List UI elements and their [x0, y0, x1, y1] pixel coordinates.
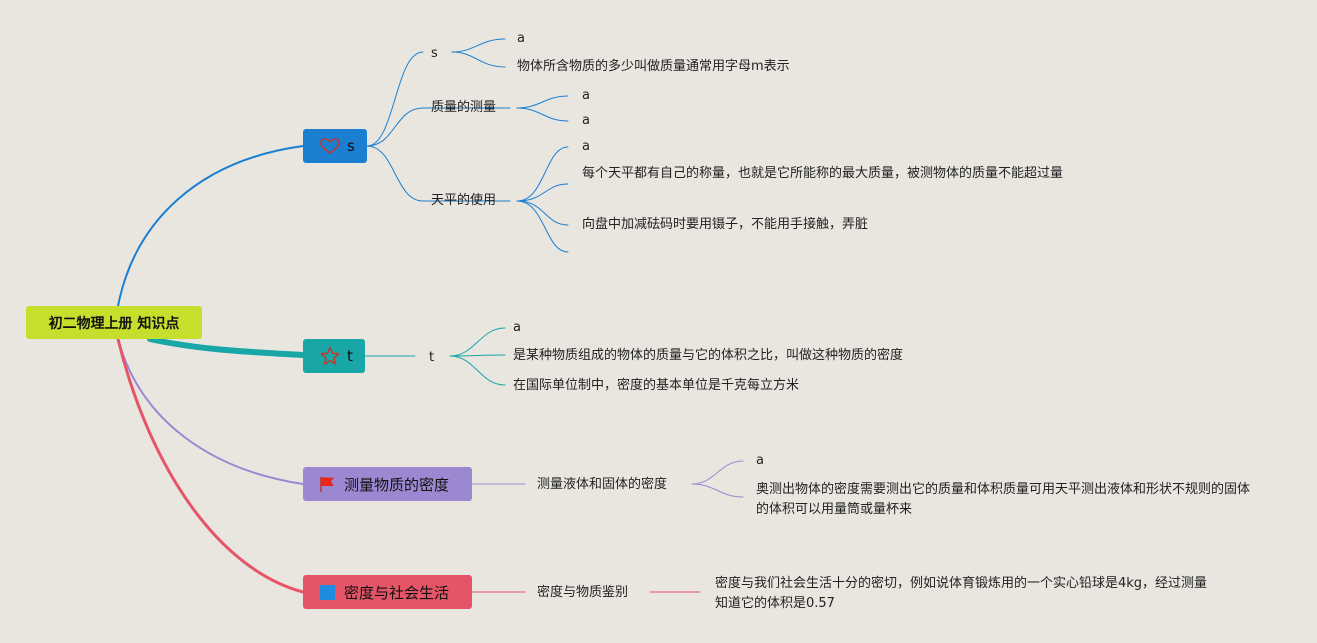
branch-topic-label: s — [347, 137, 355, 155]
branch-topic-t[interactable]: t — [303, 339, 365, 373]
red-flag-icon — [319, 476, 336, 493]
root-topic[interactable]: 初二物理上册 知识点 — [26, 306, 202, 339]
leaf-topic[interactable]: 是某种物质组成的物体的质量与它的体积之比，叫做这种物质的密度 — [513, 348, 904, 363]
leaf-topic[interactable]: a — [582, 113, 590, 128]
subtopic-liquid-solid-density[interactable]: 测量液体和固体的密度 — [537, 477, 668, 492]
leaf-topic[interactable]: 奥测出物体的密度需要测出它的质量和体积质量可用天平测出液体和形状不规则的固体的体… — [756, 482, 1251, 517]
leaf-topic[interactable]: a — [756, 453, 764, 468]
leaf-topic[interactable]: 物体所含物质的多少叫做质量通常用字母m表示 — [517, 59, 790, 74]
subtopic-balance-usage[interactable]: 天平的使用 — [431, 193, 497, 208]
branch-topic-label: 测量物质的密度 — [344, 475, 450, 494]
leaf-topic[interactable]: 向盘中加减砝码时要用镊子，不能用手接触，弄脏 — [582, 217, 869, 232]
branch-topic-density-and-life[interactable]: 密度与社会生活 — [303, 575, 472, 609]
blue-square-icon — [319, 584, 336, 601]
leaf-topic[interactable]: a — [582, 139, 590, 154]
root-topic-label: 初二物理上册 知识点 — [48, 315, 180, 332]
branch-topic-label: 密度与社会生活 — [344, 583, 450, 602]
leaf-topic[interactable]: 密度与我们社会生活十分的密切，例如说体育锻炼用的一个实心铅球是4kg，经过测量知… — [715, 576, 1208, 611]
leaf-topic[interactable]: a — [582, 88, 590, 103]
branch-topic-s[interactable]: s — [303, 129, 367, 163]
heart-icon — [319, 136, 341, 156]
star-icon — [319, 346, 341, 366]
leaf-topic[interactable]: a — [513, 320, 521, 335]
subtopic-s[interactable]: s — [431, 46, 438, 61]
leaf-topic[interactable]: 每个天平都有自己的称量，也就是它所能称的最大质量，被测物体的质量不能超过量 — [582, 166, 1064, 181]
leaf-topic[interactable]: a — [517, 31, 525, 46]
branch-topic-label: t — [347, 347, 353, 365]
leaf-topic[interactable]: 在国际单位制中，密度的基本单位是千克每立方米 — [513, 378, 800, 393]
subtopic-mass-measurement[interactable]: 质量的测量 — [431, 100, 497, 115]
subtopic-density-identification[interactable]: 密度与物质鉴别 — [537, 585, 629, 600]
subtopic-t[interactable]: t — [429, 350, 435, 365]
branch-topic-measure-density[interactable]: 测量物质的密度 — [303, 467, 472, 501]
